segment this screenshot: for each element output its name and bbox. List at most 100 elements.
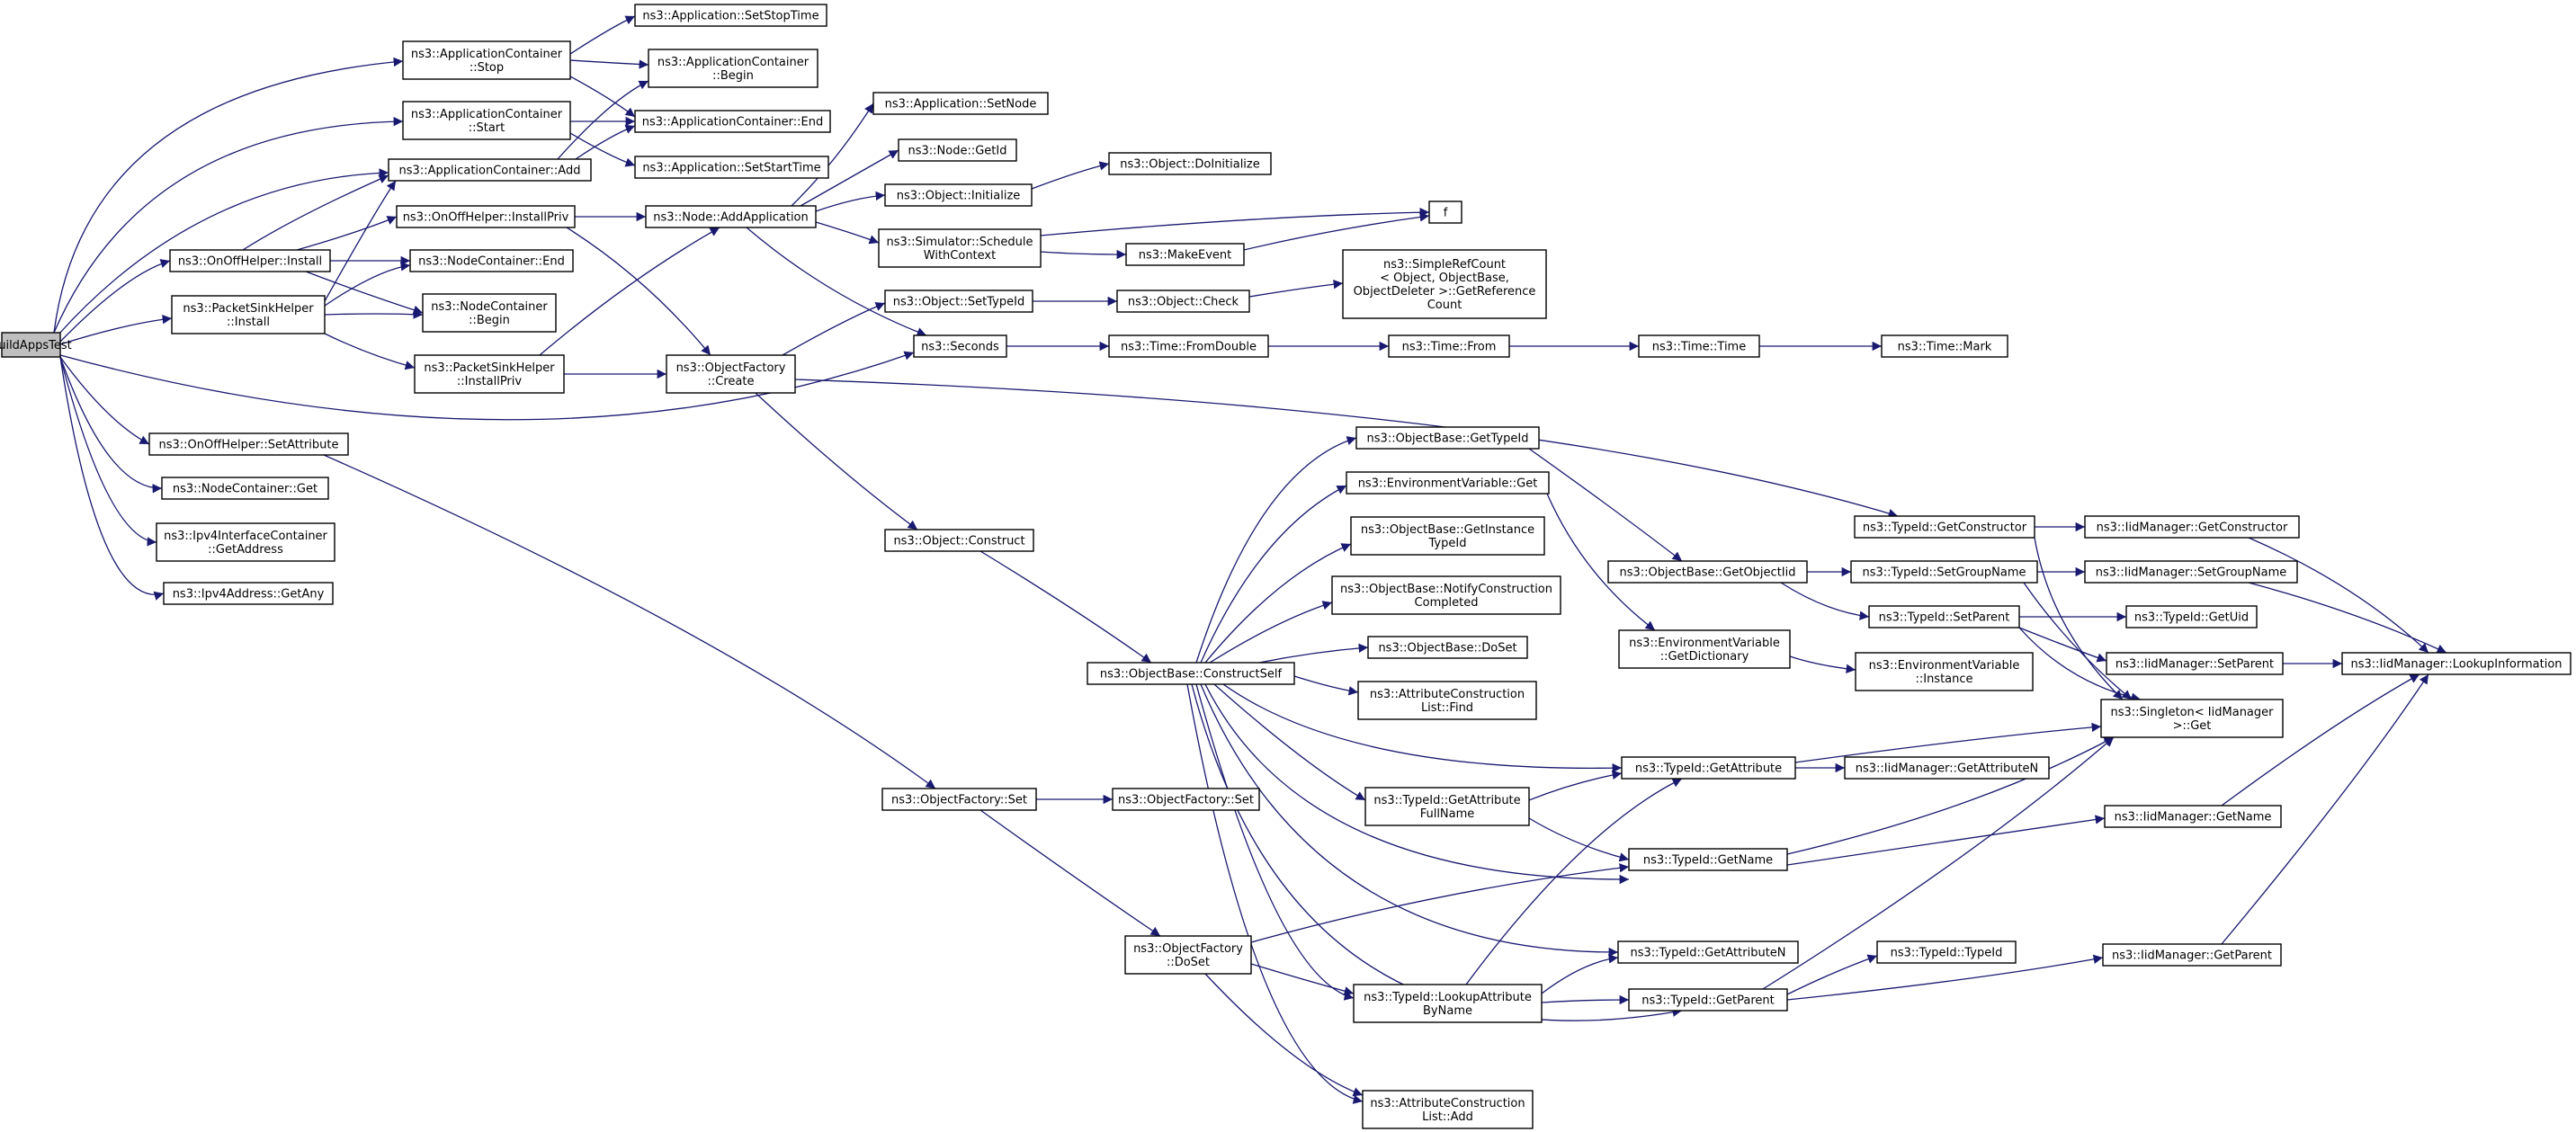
node-label: ns3::Simulator::Schedule [886,236,1033,249]
node-seconds[interactable]: ns3::Seconds [913,334,1007,358]
edge-objbase_constructself-to-typeid_getparent [1191,683,1683,1021]
node-object-check[interactable]: ns3::Object::Check [1116,290,1250,313]
node-object-doinitialize[interactable]: ns3::Object::DoInitialize [1108,152,1272,175]
node-label: List::Add [1422,1110,1473,1124]
node-objbase-doset[interactable]: ns3::ObjectBase::DoSet [1367,636,1528,659]
node-typeid-getname[interactable]: ns3::TypeId::GetName [1628,848,1788,871]
node-label: ns3::TypeId::LookupAttribute [1364,991,1532,1004]
node-appcont-add[interactable]: ns3::ApplicationContainer::Add [388,158,592,182]
node-ipv4addr-getany[interactable]: ns3::Ipv4Address::GetAny [163,582,334,605]
node-label: ns3::ObjectFactory::Set [1118,794,1254,807]
node-label: ns3::SimpleRefCount [1383,258,1506,272]
node-nodecont-get[interactable]: ns3::NodeContainer::Get [161,477,329,500]
node-object-construct[interactable]: ns3::Object::Construct [884,529,1034,552]
node-box [1087,662,1295,685]
node-node-getid[interactable]: ns3::Node::GetId [898,138,1017,162]
node-label: ns3::Node::AddApplication [653,211,809,225]
node-box [2125,605,2258,628]
node-label: < Object, ObjectBase, [1380,272,1509,285]
edge-appcont_stop-to-appcont_begin [569,59,649,69]
node-appcont-start[interactable]: ns3::ApplicationContainer::Start [402,101,571,140]
node-iidm-getname[interactable]: ns3::IidManager::GetName [2104,805,2282,828]
node-objfactory-set[interactable]: ns3::ObjectFactory::Set [881,788,1037,811]
node-app-setstarttime[interactable]: ns3::Application::SetStartTime [634,156,829,179]
node-time-mark[interactable]: ns3::Time::Mark [1881,334,2008,358]
node-typeid-getconstructor[interactable]: ns3::TypeId::GetConstructor [1854,515,2035,539]
node-box [409,249,574,272]
edge-typeid_getattributefullname-to-typeid_getattribute [1528,770,1623,801]
node-app-setnode[interactable]: ns3::Application::SetNode [872,92,1049,115]
node-time-fromdouble[interactable]: ns3::Time::FromDouble [1108,334,1269,358]
node-envvar-getdictionary[interactable]: ns3::EnvironmentVariable::GetDictionary [1618,629,1791,669]
node-iidm-getattributen[interactable]: ns3::IidManager::GetAttributeN [1844,756,2050,780]
node-node-addapplication[interactable]: ns3::Node::AddApplication [645,205,817,228]
node-object-setypeid[interactable]: ns3::Object::SetTypeId [884,290,1033,313]
node-appcont-end[interactable]: ns3::ApplicationContainer::End [634,110,831,133]
node-objfactory-create[interactable]: ns3::ObjectFactory::Create [666,354,796,394]
node-app-setstoptime[interactable]: ns3::Application::SetStopTime [634,4,827,27]
node-object-initialize[interactable]: ns3::Object::Initialize [884,183,1033,207]
node-box [913,334,1007,358]
node-iidm-lookupinformation[interactable]: ns3::IidManager::LookupInformation [2341,652,2572,675]
edge-packetsink_install-to-appcont_add [324,180,397,302]
node-onoff-install[interactable]: ns3::OnOffHelper::Install [169,249,331,272]
node-packetsink-install[interactable]: ns3::PacketSinkHelper::Install [171,295,326,334]
node-nodecont-end[interactable]: ns3::NodeContainer::End [409,249,574,272]
node-onoff-setattribute[interactable]: ns3::OnOffHelper::SetAttribute [148,432,349,456]
node-objbase-notify[interactable]: ns3::ObjectBase::NotifyConstructionCompl… [1331,575,1561,615]
node-appcont-begin[interactable]: ns3::ApplicationContainer::Begin [648,49,818,88]
node-objbase-getobjectiid[interactable]: ns3::ObjectBase::GetObjectIid [1607,560,1808,584]
node-simplerefcount[interactable]: ns3::SimpleRefCount< Object, ObjectBase,… [1342,249,1547,319]
node-box [1108,334,1269,358]
node-label: ns3::ApplicationContainer [657,56,809,69]
node-typeid-getuid[interactable]: ns3::TypeId::GetUid [2125,605,2258,628]
node-box [1876,940,2017,964]
node-typeid-typeid[interactable]: ns3::TypeId::TypeId [1876,940,2017,964]
node-typeid-setgroupname[interactable]: ns3::TypeId::SetGroupName [1850,560,2038,584]
node-time-time[interactable]: ns3::Time::Time [1638,334,1760,358]
node-root[interactable]: BuildAppsTest [0,332,72,358]
node-typeid-setparent[interactable]: ns3::TypeId::SetParent [1868,605,2020,628]
edge-typeid_setparent-to-singleton_get [2018,627,2142,702]
node-typeid-getattributen[interactable]: ns3::TypeId::GetAttributeN [1617,940,1799,964]
node-label: ns3::TypeId::SetGroupName [1862,566,2026,580]
edge-node_addapplication-to-node_getid [800,149,899,207]
node-iidm-setgroupname[interactable]: ns3::IidManager::SetGroupName [2084,560,2298,584]
node-label: ns3::EnvironmentVariable::Get [1358,477,1538,491]
node-f[interactable]: f [1428,201,1462,224]
node-makeevent[interactable]: ns3::MakeEvent [1125,243,1245,266]
node-objfactory-set2[interactable]: ns3::ObjectFactory::Set [1112,788,1260,811]
node-onoff-installpriv[interactable]: ns3::OnOffHelper::InstallPriv [396,205,576,228]
node-envvar-instance[interactable]: ns3::EnvironmentVariable::Instance [1855,652,2034,691]
node-packetsink-installpriv[interactable]: ns3::PacketSinkHelper::InstallPriv [414,354,565,394]
edge-onoff_install-to-appcont_add [242,174,389,251]
node-iidm-getconstructor[interactable]: ns3::IidManager::GetConstructor [2084,515,2300,539]
edge-typeid_getattributefullname-to-typeid_getname [1528,817,1630,862]
edge-envvar_get-to-envvar_getdictionary [1546,493,1656,631]
node-box [884,290,1033,313]
node-typeid-getparent[interactable]: ns3::TypeId::GetParent [1628,988,1788,1012]
node-nodecont-begin[interactable]: ns3::NodeContainer::Begin [422,293,557,333]
node-label: ns3::ObjectBase::GetTypeId [1367,432,1529,446]
node-singleton-get[interactable]: ns3::Singleton< IidManager>::Get [2100,699,2284,738]
node-appcont-stop[interactable]: ns3::ApplicationContainer::Stop [402,40,571,80]
node-label: ::Stop [470,61,504,75]
node-envvar-get[interactable]: ns3::EnvironmentVariable::Get [1346,471,1550,495]
node-objbase-gettypeid[interactable]: ns3::ObjectBase::GetTypeId [1355,426,1540,450]
node-objfactory-doset[interactable]: ns3::ObjectFactory::DoSet [1124,935,1252,975]
node-ipv4ic-getaddress[interactable]: ns3::Ipv4InterfaceContainer::GetAddress [156,522,335,562]
node-label: WithContext [924,249,996,263]
edge-node_addapplication-to-seconds [746,227,927,337]
node-iidm-getparent[interactable]: ns3::IidManager::GetParent [2102,943,2282,967]
node-time-from[interactable]: ns3::Time::From [1388,334,1510,358]
edge-root-to-onoff_install [59,259,171,343]
node-iidm-setparent[interactable]: ns3::IidManager::SetParent [2106,652,2284,675]
node-objbase-constructself[interactable]: ns3::ObjectBase::ConstructSelf [1087,662,1295,685]
node-typeid-getattribute[interactable]: ns3::TypeId::GetAttribute [1621,756,1796,780]
